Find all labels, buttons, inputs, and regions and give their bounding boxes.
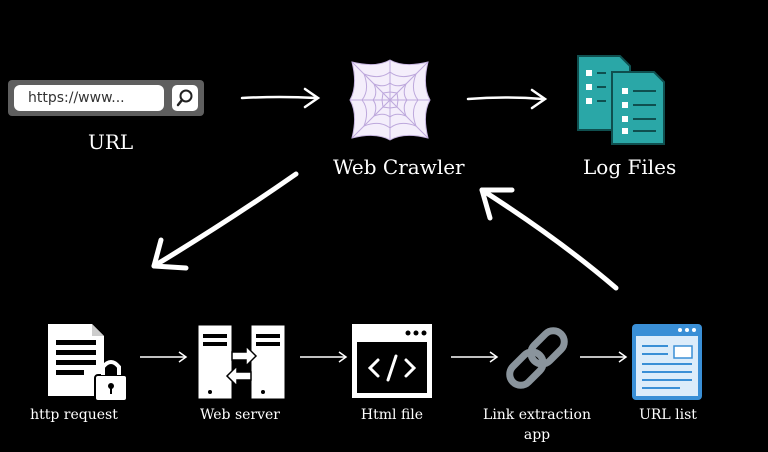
arrow-crawler-to-request: [151, 171, 299, 271]
arrow-crawler-to-logs: [466, 88, 548, 110]
chain-link-icon: [506, 327, 568, 389]
url-list-icon: [632, 324, 702, 400]
arrow-link-to-urllist: [580, 351, 628, 363]
url-input[interactable]: https://www...: [14, 85, 164, 111]
locked-document-icon: [48, 324, 128, 402]
label-http-request: http request: [30, 407, 118, 423]
label-log-files: Log Files: [583, 155, 677, 179]
web-server-icon: [197, 324, 286, 400]
arrow-url-to-crawler: [240, 87, 321, 109]
label-link-extraction: Link extraction app: [472, 407, 602, 443]
search-button[interactable]: [172, 85, 198, 111]
html-code-icon: [352, 324, 432, 398]
arrow-request-to-server: [140, 351, 188, 363]
log-files-icon: [577, 55, 665, 145]
label-html-file: Html file: [360, 407, 424, 423]
spider-web-icon: [349, 59, 431, 141]
label-link-extraction-line1: Link extraction: [483, 407, 591, 423]
arrow-urllist-to-crawler: [479, 187, 619, 291]
label-url-list: URL list: [639, 407, 697, 423]
url-bar: https://www...: [8, 80, 204, 116]
label-url: URL: [88, 130, 134, 154]
search-icon: [176, 89, 193, 107]
label-web-server: Web server: [200, 407, 280, 423]
label-link-extraction-line2: app: [523, 427, 551, 443]
arrow-server-to-html: [300, 351, 348, 363]
label-web-crawler: Web Crawler: [333, 155, 465, 179]
arrow-html-to-link: [451, 351, 499, 363]
